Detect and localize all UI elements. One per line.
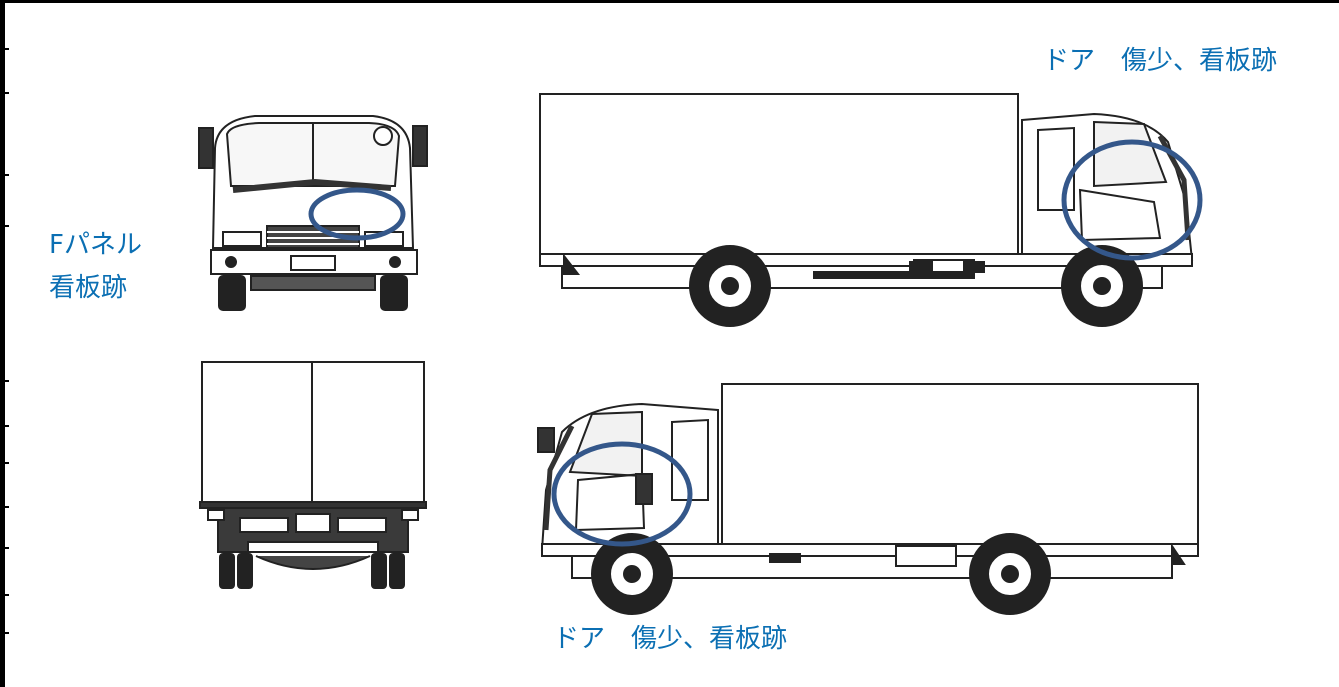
frame-top-border xyxy=(0,0,1339,3)
frame-tick xyxy=(0,174,9,176)
truck-front-view xyxy=(198,115,428,311)
truck-rear-view xyxy=(199,361,427,589)
frame-tick xyxy=(0,594,9,596)
frame-tick xyxy=(0,506,9,508)
right-door-damage-circle xyxy=(1061,139,1203,261)
right-side-damage-note: ドア 傷少、看板跡 xyxy=(1043,46,1278,76)
left-side-damage-note: ドア 傷少、看板跡 xyxy=(553,624,788,654)
front-panel-damage-circle xyxy=(308,187,406,241)
frame-tick xyxy=(0,425,9,427)
truck-left-side-view xyxy=(537,383,1199,615)
frame-left-border xyxy=(0,0,5,687)
truck-right-side-view xyxy=(539,93,1203,327)
front-panel-note-line1: Fパネル xyxy=(49,230,142,260)
frame-tick xyxy=(0,225,9,227)
frame-tick xyxy=(0,462,9,464)
frame-tick xyxy=(0,547,9,549)
left-door-damage-circle xyxy=(551,441,693,547)
frame-tick xyxy=(0,48,9,50)
frame-tick xyxy=(0,380,9,382)
frame-tick xyxy=(0,92,9,94)
front-panel-note-line2: 看板跡 xyxy=(49,273,128,303)
frame-tick xyxy=(0,632,9,634)
